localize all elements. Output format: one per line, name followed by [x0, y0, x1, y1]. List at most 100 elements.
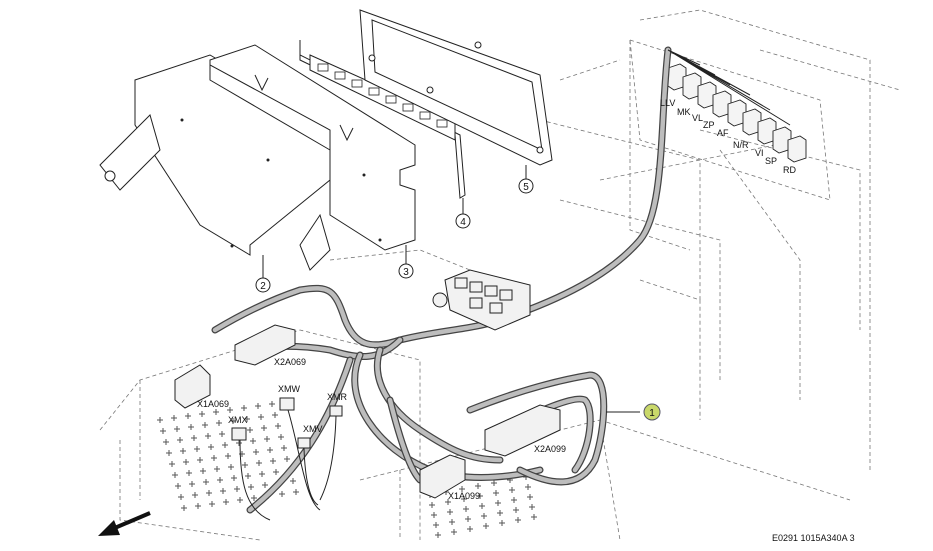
terminal-mark — [223, 499, 229, 505]
terminal-mark — [160, 428, 166, 434]
terminal-mark — [244, 416, 250, 422]
relay-label-nr: N/R — [733, 140, 749, 150]
terminal-mark — [461, 496, 467, 502]
terminal-mark — [236, 440, 242, 446]
terminal-mark — [202, 422, 208, 428]
terminal-mark — [463, 506, 469, 512]
terminal-mark — [459, 486, 465, 492]
terminal-mark — [511, 497, 517, 503]
terminal-mark — [192, 492, 198, 498]
window-slot — [402, 103, 414, 112]
terminal-mark — [531, 514, 537, 520]
terminal-mark — [194, 446, 200, 452]
terminal-mark — [262, 482, 268, 488]
terminal-mark — [237, 497, 243, 503]
connector-x2a099-body — [484, 404, 561, 457]
terminal-mark — [195, 503, 201, 509]
terminal-mark — [515, 517, 521, 523]
terminal-mark — [429, 502, 435, 508]
terminal-mark — [495, 500, 501, 506]
terminal-mark — [284, 456, 290, 462]
window-slot — [334, 71, 346, 80]
terminal-mark — [467, 526, 473, 532]
terminal-mark — [261, 425, 267, 431]
relay-labels: LLV MK VL ZP AF N/R VI SP RD — [660, 98, 796, 175]
terminal-mark — [197, 457, 203, 463]
relay-label-vl: VL — [692, 113, 703, 123]
terminal-mark — [231, 475, 237, 481]
connector-xmv-body — [297, 437, 311, 449]
terminal-mark — [191, 435, 197, 441]
callout-5: 5 — [518, 178, 534, 194]
terminal-mark — [475, 483, 481, 489]
terminal-mark — [209, 501, 215, 507]
relay-label-vi: VI — [755, 148, 764, 158]
terminal-mark — [188, 424, 194, 430]
terminal-mark — [157, 417, 163, 423]
terminal-mark — [211, 455, 217, 461]
terminal-mark — [206, 490, 212, 496]
terminal-mark — [200, 468, 206, 474]
terminal-mark — [279, 491, 285, 497]
terminal-mark — [180, 448, 186, 454]
terminal-mark — [175, 483, 181, 489]
terminal-mark — [185, 413, 191, 419]
terminal-mark — [178, 494, 184, 500]
terminal-mark — [529, 504, 535, 510]
terminal-mark — [513, 507, 519, 513]
terminal-mark — [230, 418, 236, 424]
window-slot — [351, 79, 363, 88]
relay-panel — [629, 39, 831, 201]
callout-3: 3 — [398, 263, 414, 279]
terminal-mark — [199, 411, 205, 417]
callout-1: 1 — [643, 403, 661, 421]
label-x2a099: X2A099 — [534, 444, 566, 454]
terminal-mark — [509, 487, 515, 493]
terminal-mark — [172, 472, 178, 478]
terminal-mark — [205, 433, 211, 439]
junction-relay-block — [432, 269, 531, 331]
terminal-mark — [481, 513, 487, 519]
terminal-mark — [433, 522, 439, 528]
terminal-mark — [258, 414, 264, 420]
callout-5-label: 5 — [523, 182, 529, 193]
terminal-mark — [169, 461, 175, 467]
terminal-mark — [225, 453, 231, 459]
connector-x1a099-body — [419, 454, 466, 499]
terminal-mark — [269, 401, 275, 407]
terminal-mark — [251, 495, 257, 501]
label-xmr: XMR — [327, 392, 348, 402]
terminal-mark — [219, 431, 225, 437]
connector-xmr-body — [329, 405, 343, 417]
terminal-mark — [449, 519, 455, 525]
window-slot — [385, 95, 397, 104]
label-xmx: XMX — [228, 415, 248, 425]
relay-label-sp: SP — [765, 156, 777, 166]
window-slot — [419, 111, 431, 120]
terminal-mark — [451, 529, 457, 535]
terminal-mark — [255, 403, 261, 409]
terminal-mark — [256, 460, 262, 466]
connectors — [174, 324, 561, 521]
terminal-mark — [234, 486, 240, 492]
terminal-mark — [273, 469, 279, 475]
label-x1a099: X1A099 — [448, 491, 480, 501]
relay-label-mk: MK — [677, 107, 691, 117]
connector-x1a069-body — [174, 364, 211, 409]
callout-2: 2 — [255, 277, 271, 293]
terminal-mark — [166, 450, 172, 456]
window-slot — [368, 87, 380, 96]
callout-2-label: 2 — [260, 281, 266, 292]
terminal-mark — [479, 503, 485, 509]
relay-label-rd: RD — [783, 165, 796, 175]
terminal-mark — [264, 436, 270, 442]
terminal-mark — [186, 470, 192, 476]
terminal-mark — [259, 471, 265, 477]
terminal-mark — [270, 458, 276, 464]
terminal-mark — [227, 407, 233, 413]
terminal-mark — [493, 490, 499, 496]
relay-label-zp: ZP — [703, 120, 715, 130]
direction-arrow-icon — [98, 511, 151, 536]
terminal-mark — [278, 434, 284, 440]
